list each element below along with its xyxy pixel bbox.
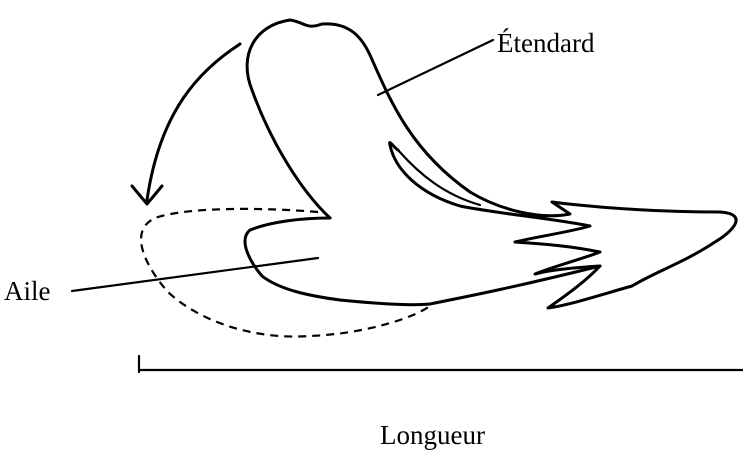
- wing-dashed-outline: [141, 209, 430, 337]
- rotation-arrow: [147, 44, 240, 200]
- standard-label: Étendard: [497, 28, 595, 58]
- standard-leader-line: [378, 40, 493, 95]
- wing-label: Aile: [4, 276, 51, 306]
- standard-petal: [247, 20, 736, 308]
- length-label: Longueur: [380, 420, 485, 450]
